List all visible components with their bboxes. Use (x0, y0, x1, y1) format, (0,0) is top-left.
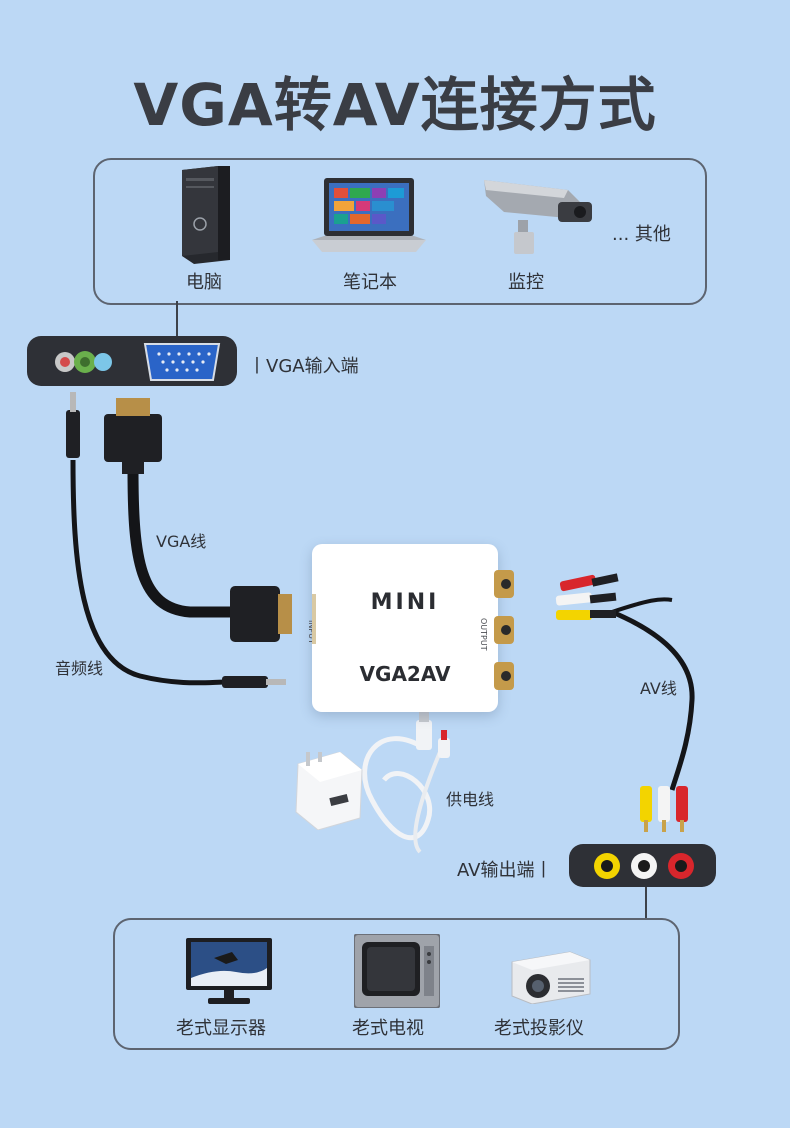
power-adapter-icon (290, 752, 366, 830)
page-title: VGA转AV连接方式 (133, 71, 657, 139)
laptop-icon (310, 178, 428, 256)
crt-tv-label: 老式电视 (352, 1018, 424, 1039)
converter-brand: MINI (370, 590, 440, 615)
old-monitor-label: 老式显示器 (176, 1018, 266, 1039)
projector-label: 老式投影仪 (494, 1018, 584, 1039)
laptop-label: 笔记本 (343, 272, 397, 293)
desktop-pc-label: 电脑 (186, 272, 222, 293)
vga-cable-label: VGA线 (156, 532, 207, 551)
vga-input-port-bar (27, 336, 237, 386)
projector-icon (508, 948, 592, 1004)
old-monitor-icon (186, 938, 272, 1006)
av-output-port-bar (569, 844, 716, 887)
cctv-label: 监控 (508, 272, 544, 293)
vga-input-label: 丨VGA输入端 (248, 356, 359, 377)
cctv-camera-icon (484, 176, 600, 254)
vga2av-converter: MINI VGA2AV INPUT OUTPUT (307, 544, 498, 712)
desktop-pc-icon (174, 166, 234, 264)
av-cable-label: AV线 (640, 679, 677, 698)
av-output-label: AV输出端丨 (457, 860, 553, 881)
converter-model: VGA2AV (359, 662, 451, 686)
display-devices-box (113, 918, 680, 1050)
power-cable-label: 供电线 (446, 790, 495, 809)
connector-line-bottom (645, 887, 647, 919)
connector-line-top (176, 301, 178, 337)
source-devices-box (93, 158, 707, 305)
converter-output-jacks (494, 570, 514, 690)
other-devices-label: ... 其他 (612, 224, 671, 245)
audio-cable-label: 音频线 (55, 659, 104, 678)
crt-tv-icon (354, 934, 440, 1008)
